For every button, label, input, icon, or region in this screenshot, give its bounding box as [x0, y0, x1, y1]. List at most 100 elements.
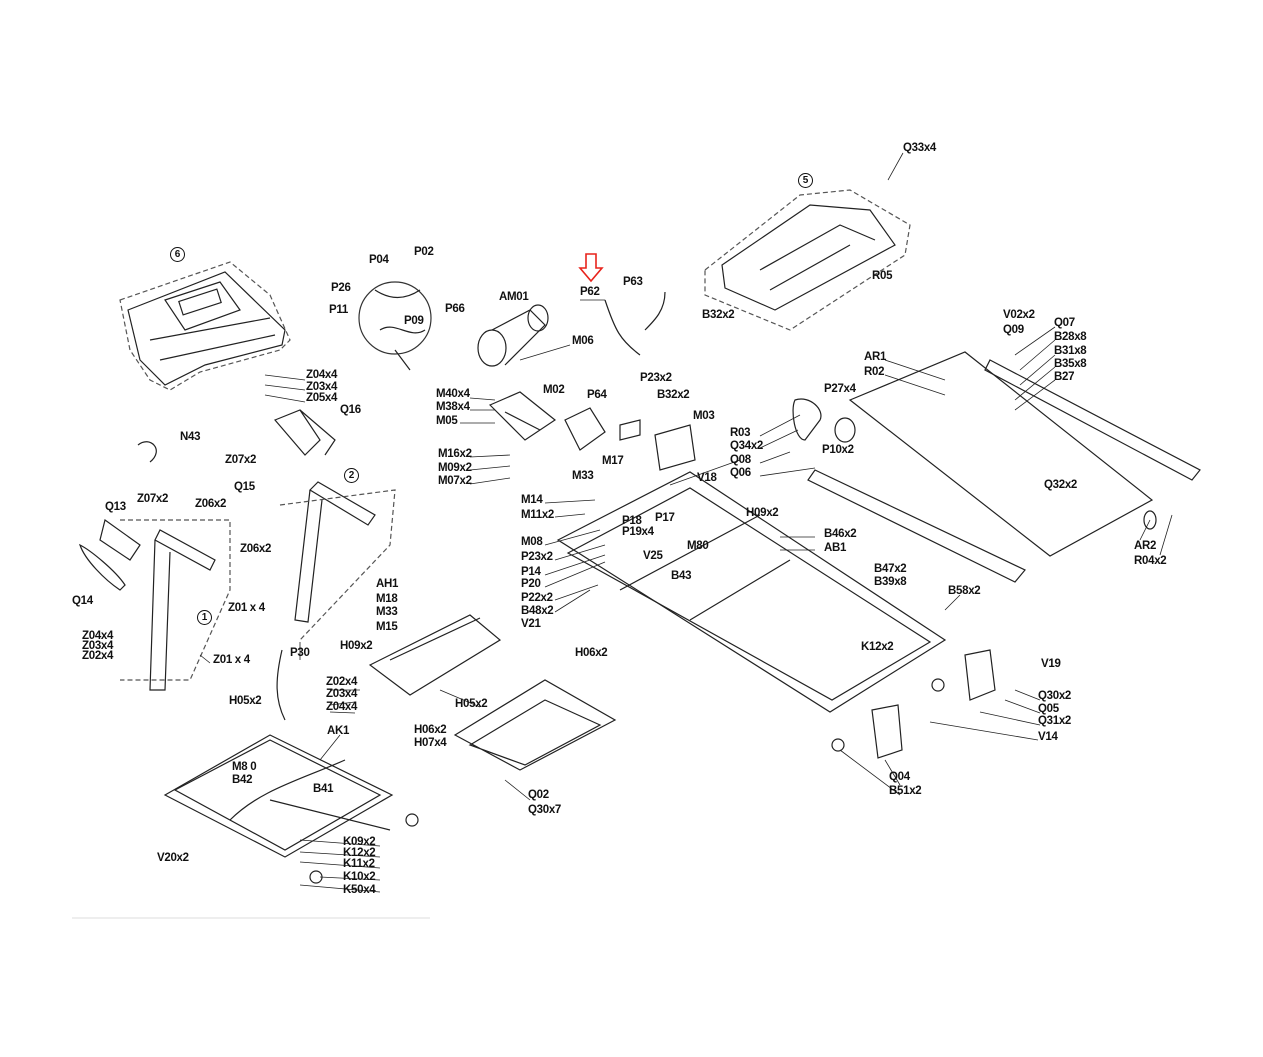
part-label-p17: P17: [655, 512, 675, 524]
part-label-h05x2: H05x2: [229, 695, 262, 707]
motor: [477, 304, 549, 367]
part-label-p23x2: P23x2: [640, 372, 672, 384]
deck: [792, 351, 1201, 583]
part-label-ah1: AH1: [376, 578, 399, 590]
part-label-p19x4: P19x4: [622, 526, 654, 538]
part-label-r02: R02: [864, 366, 885, 378]
part-label-m08: M08: [521, 536, 543, 548]
part-label-z02x4: Z02x4: [82, 650, 114, 662]
part-label-m11x2: M11x2: [521, 509, 555, 521]
part-label-p64: P64: [587, 389, 607, 401]
part-label-ar1: AR1: [864, 351, 887, 363]
assembly-number-2: 2: [344, 468, 359, 483]
part-label-b28x8: B28x8: [1054, 331, 1087, 343]
part-label-z03x4: Z03x4: [326, 688, 358, 700]
part-label-q34x2: Q34x2: [730, 440, 764, 452]
part-label-b48x2: B48x2: [521, 605, 554, 617]
part-label-m80: M8 0: [232, 761, 257, 773]
part-label-q05: Q05: [1038, 703, 1059, 715]
part-label-p11: P11: [329, 304, 348, 316]
part-label-m06: M06: [572, 335, 594, 347]
part-label-m38x4: M38x4: [436, 401, 470, 413]
part-label-q33x4: Q33x4: [903, 142, 937, 154]
base-frame: [163, 734, 419, 884]
part-label-k50x4: K50x4: [343, 884, 376, 896]
part-label-p22x2: P22x2: [521, 592, 553, 604]
console-assembly: [119, 261, 291, 391]
part-label-ar2: AR2: [1134, 540, 1157, 552]
part-label-m16x2: M16x2: [438, 448, 472, 460]
part-label-b58x2: B58x2: [948, 585, 981, 597]
part-label-b43: B43: [671, 570, 692, 582]
part-label-z04x4: Z04x4: [326, 701, 358, 713]
part-label-z03x4: Z03x4: [82, 640, 114, 652]
part-label-ak1: AK1: [327, 725, 350, 737]
part-label-m17: M17: [602, 455, 624, 467]
uprights: [78, 409, 396, 691]
part-label-p10x2: P10x2: [822, 444, 854, 456]
part-label-p30: P30: [290, 647, 310, 659]
part-label-m03: M03: [693, 410, 715, 422]
part-label-z07x2: Z07x2: [225, 454, 257, 466]
motor-cover: [704, 189, 911, 331]
highlight-arrow-icon: [578, 253, 604, 283]
assembly-number-5: 5: [798, 173, 813, 188]
part-label-b35x8: B35x8: [1054, 358, 1087, 370]
part-label-k10x2: K10x2: [343, 871, 376, 883]
part-label-k12x2: K12x2: [861, 641, 894, 653]
part-label-q30x7: Q30x7: [528, 804, 562, 816]
part-label-m33: M33: [376, 606, 398, 618]
part-label-m33: M33: [572, 470, 594, 482]
part-label-v19: V19: [1041, 658, 1061, 670]
part-label-p66: P66: [445, 303, 465, 315]
part-label-q13: Q13: [105, 501, 126, 513]
part-label-q31x2: Q31x2: [1038, 715, 1072, 727]
part-label-p23x2: P23x2: [521, 551, 553, 563]
part-label-r04x2: R04x2: [1134, 555, 1167, 567]
part-label-p09: P09: [404, 315, 424, 327]
part-label-v18: V18: [697, 472, 717, 484]
part-label-h07x4: H07x4: [414, 737, 447, 749]
part-label-p14: P14: [521, 566, 541, 578]
part-label-p04: P04: [369, 254, 389, 266]
part-label-k11x2: K11x2: [343, 858, 375, 870]
part-label-q09: Q09: [1003, 324, 1024, 336]
part-label-ab1: AB1: [824, 542, 847, 554]
part-label-q02: Q02: [528, 789, 549, 801]
part-label-m15: M15: [376, 621, 398, 633]
part-label-m14: M14: [521, 494, 543, 506]
part-label-q06: Q06: [730, 467, 751, 479]
part-label-z01x4: Z01 x 4: [213, 654, 250, 666]
part-label-v14: V14: [1038, 731, 1058, 743]
part-label-p18: P18: [622, 515, 642, 527]
part-label-z01x4: Z01 x 4: [228, 602, 265, 614]
assembly-number-1: 1: [197, 610, 212, 625]
assembly-number-6: 6: [170, 247, 185, 262]
part-label-h06x2: H06x2: [414, 724, 447, 736]
part-label-v02x2: V02x2: [1003, 309, 1035, 321]
part-label-q04: Q04: [889, 771, 910, 783]
part-label-b32x2: B32x2: [702, 309, 735, 321]
part-label-k12x2: K12x2: [343, 847, 376, 859]
part-label-v25: V25: [643, 550, 663, 562]
part-label-r03: R03: [730, 427, 751, 439]
part-label-b42: B42: [232, 774, 253, 786]
part-label-p02: P02: [414, 246, 434, 258]
part-label-z04x4: Z04x4: [306, 369, 338, 381]
main-frame: [556, 471, 947, 752]
part-label-q07: Q07: [1054, 317, 1075, 329]
part-label-b39x8: B39x8: [874, 576, 907, 588]
part-label-am01: AM01: [499, 291, 529, 303]
part-label-h06x2: H06x2: [575, 647, 608, 659]
part-label-n43: N43: [180, 431, 201, 443]
part-label-k09x2: K09x2: [343, 836, 376, 848]
part-label-z04x4: Z04x4: [82, 630, 114, 642]
part-label-z06x2: Z06x2: [240, 543, 272, 555]
part-label-b46x2: B46x2: [824, 528, 857, 540]
part-label-q30x2: Q30x2: [1038, 690, 1072, 702]
part-label-p27x4: P27x4: [824, 383, 856, 395]
part-label-z05x4: Z05x4: [306, 392, 338, 404]
part-label-q08: Q08: [730, 454, 751, 466]
